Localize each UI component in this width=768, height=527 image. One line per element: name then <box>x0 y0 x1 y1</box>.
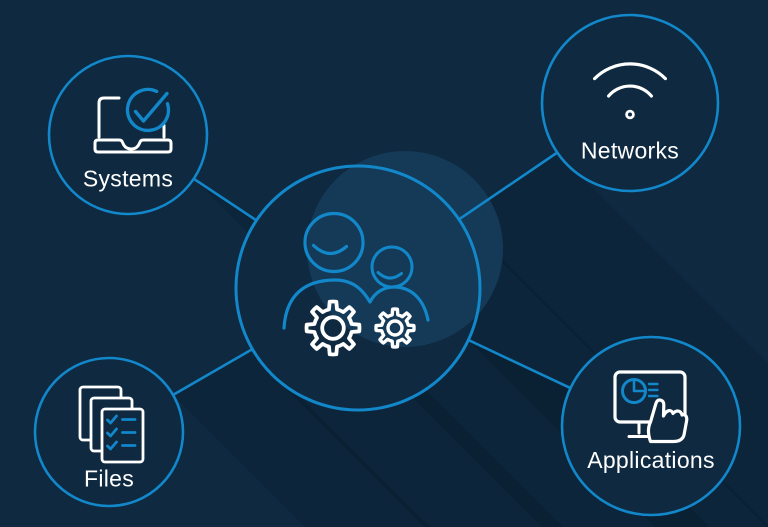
pie-slice-lines <box>632 379 646 393</box>
node-label-files: Files <box>84 466 134 492</box>
shoulders <box>282 278 430 330</box>
checklist-rows <box>106 414 137 451</box>
laptop-base <box>93 138 173 154</box>
pointing-hand-icon <box>646 398 689 444</box>
connector-networks <box>458 151 559 221</box>
connector-systems <box>193 177 258 222</box>
networks-circle <box>540 13 720 193</box>
node-label-systems: Systems <box>83 166 173 192</box>
wifi-dot <box>625 109 635 120</box>
checkmark <box>133 91 169 123</box>
node-files: Files <box>33 356 185 508</box>
laptop-check-icon <box>93 87 173 154</box>
smile <box>311 243 349 256</box>
monitor-hand-icon <box>613 370 689 444</box>
connector-applications <box>467 338 572 390</box>
documents-checklist-icon <box>78 385 145 464</box>
node-label-applications: Applications <box>587 447 715 473</box>
team-with-gears-icon <box>282 211 430 357</box>
wifi-inner-arc <box>607 84 653 98</box>
node-label-networks: Networks <box>581 138 679 164</box>
hub-highlight-circle <box>307 151 503 347</box>
connector-files <box>172 347 254 397</box>
check-circle <box>125 87 171 133</box>
node-systems: Systems <box>47 54 209 216</box>
hub-ring <box>234 164 482 412</box>
person-icon <box>303 211 365 274</box>
laptop-screen-left <box>97 96 121 139</box>
gear-icon <box>304 299 362 357</box>
wifi-outer-arc <box>593 62 667 81</box>
connectors <box>172 151 572 397</box>
smile <box>376 271 403 280</box>
node-applications: Applications <box>560 335 742 517</box>
connector-shadow <box>173 349 431 527</box>
node-networks: Networks <box>540 13 720 193</box>
list-dashes <box>647 382 659 398</box>
gear-icon <box>374 307 416 349</box>
wifi-icon <box>593 62 667 120</box>
